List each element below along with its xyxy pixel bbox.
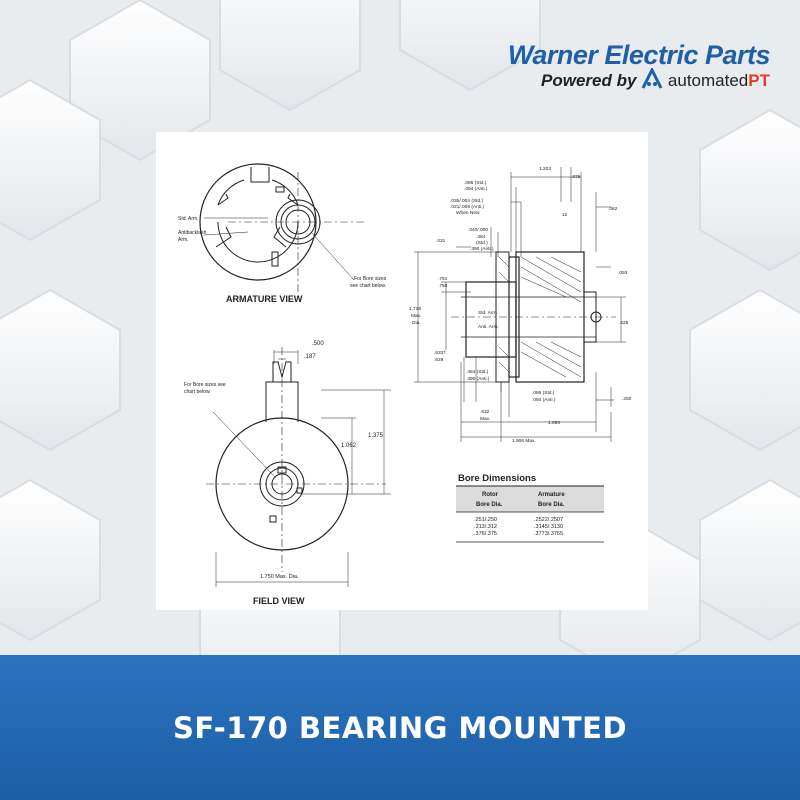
section-dim-040: .040/.000 (468, 227, 488, 233)
section-dim-12: 12 (562, 212, 568, 218)
pt-text: PT (748, 71, 770, 90)
field-dim-500: .500 (312, 341, 324, 347)
bore-table-cell: .313/.312 (474, 524, 497, 530)
technical-drawing-panel: ARMATURE VIEW Std. Arm. Antibacklash Arm… (156, 132, 648, 610)
bore-table-lines (456, 485, 604, 543)
bore-table-cell: .3145/.3130 (534, 524, 563, 530)
brand-title: Warner Electric Parts (507, 40, 771, 70)
bore-table-header-armature-2: Bore Dia. (538, 502, 565, 508)
section-dim-094-bottom: .094 (Anti.) (532, 397, 556, 403)
technical-drawing: ARMATURE VIEW Std. Arm. Antibacklash Arm… (178, 163, 632, 606)
armature-bore-note: For Bore sizes (354, 276, 387, 282)
section-dim-751: .751 (438, 276, 448, 282)
automatedpt-logo-icon (641, 68, 663, 89)
section-dim-031: .031 (436, 238, 446, 244)
bore-table-cell: .3773/.3755 (534, 531, 563, 537)
section-dim-1718-max: Max. (411, 313, 421, 319)
section-dim-021: .021/.009 (Anti.) (450, 204, 485, 210)
brand-block: Warner Electric Parts Powered by automat… (507, 40, 771, 91)
section-dim-1093: 1.093 (548, 420, 560, 426)
section-anti-arm-label: Anti. Arm. (478, 324, 499, 330)
product-title: SF-170 BEARING MOUNTED (172, 711, 628, 745)
section-dim-484-top: .484 (476, 234, 486, 240)
section-dim-632: .632 (480, 409, 490, 415)
bore-table-header-rotor: Rotor (482, 492, 499, 498)
section-dim-1906: 1.906 Max. (512, 438, 536, 444)
bore-table-cell: .376/.375 (474, 531, 497, 537)
bore-table-title: Bore Dimensions (458, 473, 536, 484)
section-view-drawing (414, 167, 626, 442)
section-dim-062: .062 (608, 206, 618, 212)
armature-view-title: ARMATURE VIEW (226, 294, 303, 304)
section-dim-390-bottom: .390 (Anti.) (466, 376, 490, 382)
section-dim-484-bottom: .484 (Std.) (466, 369, 489, 375)
footer-banner: SF-170 BEARING MOUNTED (0, 655, 800, 800)
armature-antibacklash-label: Antibacklash (178, 230, 207, 236)
section-std-arm-label: Std. Arm. (478, 310, 498, 316)
armature-std-arm-label: Std. Arm. (178, 216, 199, 222)
automated-text: automated (667, 71, 749, 90)
section-dim-093: .093 (618, 270, 628, 276)
section-dim-086-bottom: .086 (Std.) (532, 390, 555, 396)
section-dim-1718: 1.718 (409, 306, 421, 312)
section-dim-629: .629 (434, 357, 444, 363)
field-dim-1750: 1.750 Max. Dia. (260, 574, 299, 580)
field-bore-note: For Bore sizes see (184, 382, 226, 388)
brand-subtitle: Powered by automatedPT (508, 68, 770, 91)
field-view-title: FIELD VIEW (253, 596, 305, 606)
section-dim-375: .375 (571, 174, 581, 180)
field-dim-1375: 1.375 (368, 433, 384, 439)
section-dim-632-max: Max. (480, 416, 490, 422)
armature-antibacklash-label-2: Arm. (178, 237, 189, 243)
section-dim-390-top: .390 (Anti.) (470, 246, 494, 252)
powered-by-text: Powered by (541, 71, 637, 90)
section-dim-094-anti: .094 (Anti.) (464, 186, 488, 192)
field-dim-1062: 1.062 (341, 443, 357, 449)
bore-table-cell: .2522/.2507 (534, 517, 563, 523)
field-view-drawing (206, 347, 391, 587)
field-bore-note-2: chart below. (184, 389, 211, 395)
section-dim-086-std: .086 (Std.) (464, 180, 487, 186)
section-dim-1718-dia: Dia. (412, 320, 421, 326)
section-dim-1203: 1.203 (539, 166, 551, 172)
armature-bore-note-2: see chart below. (350, 283, 386, 289)
section-dim-035: .035/.004 (Std.) (450, 198, 483, 204)
bore-table-header-rotor-2: Bore Dia. (476, 502, 503, 508)
bore-table-cell: .251/.250 (474, 517, 497, 523)
section-dim-484-top-std: (Std.) (476, 240, 488, 246)
section-dim-633: .633† (434, 350, 446, 356)
section-dim-625: .625 (619, 320, 629, 326)
section-when-new: When New (456, 210, 480, 216)
section-dim-250: .250 (622, 396, 632, 402)
section-dim-750: .750 (438, 283, 448, 289)
armature-view-drawing (199, 163, 366, 292)
field-dim-187: .187 (304, 354, 316, 360)
bore-table-header-armature: Armature (538, 492, 565, 498)
